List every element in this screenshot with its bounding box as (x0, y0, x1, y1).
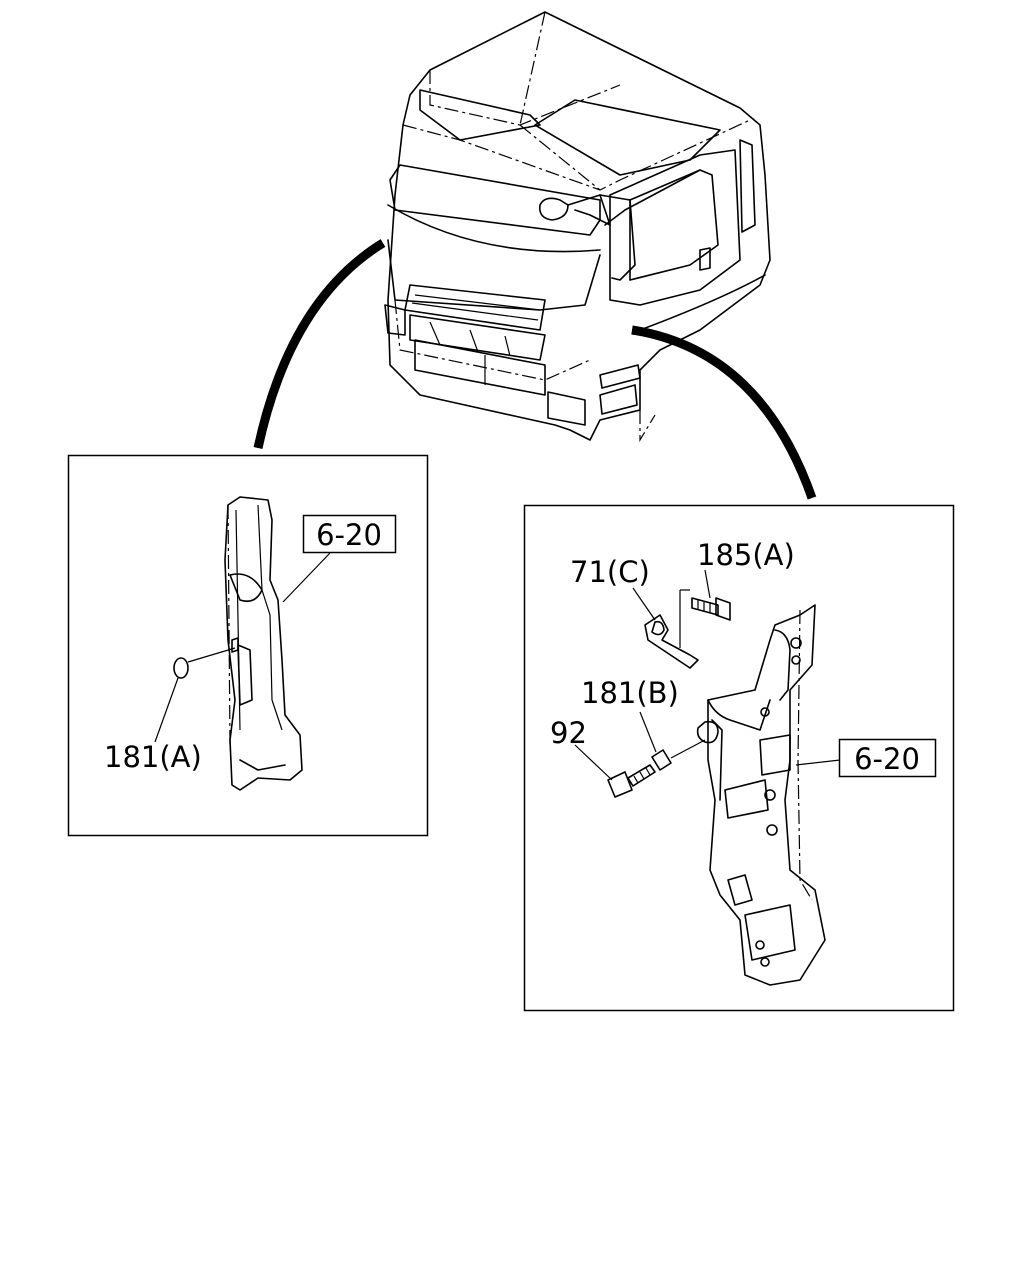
right-pillar-panel (696, 604, 826, 986)
bolt-92-label: 92 (550, 716, 587, 750)
right-detail-box (523, 504, 955, 1012)
leader-left-grommet (187, 647, 236, 663)
leader-right-ref (795, 759, 841, 766)
bracket-part (644, 589, 699, 669)
leader-bracket (632, 587, 656, 621)
left-detail-box (67, 454, 429, 837)
left-pillar-panel (224, 496, 303, 791)
connector-arc-right (631, 325, 817, 500)
bracket-label: 71(C) (570, 555, 650, 589)
leader-left-ref (282, 552, 331, 603)
truck-cab-illustration (384, 11, 771, 443)
leader-bolt-92 (574, 744, 613, 781)
leader-left-grommet-label (154, 677, 179, 743)
bolt-185-label: 185(A) (697, 538, 795, 572)
leader-washer (639, 711, 657, 753)
right-ref-label: 6-20 (854, 742, 920, 776)
left-ref-box (302, 514, 397, 554)
leader-washer-to-panel (670, 739, 706, 759)
grommet-icon (173, 657, 189, 679)
connector-arc-left (253, 239, 386, 449)
left-grommet-label: 181(A) (104, 740, 202, 774)
bolt-185-icon (691, 597, 731, 621)
bolt-92-icon (607, 764, 656, 798)
leader-bolt-185 (704, 569, 711, 599)
washer-label: 181(B) (581, 676, 679, 710)
right-ref-box (838, 738, 937, 778)
left-ref-label: 6-20 (316, 518, 382, 552)
washer-icon (651, 749, 672, 771)
